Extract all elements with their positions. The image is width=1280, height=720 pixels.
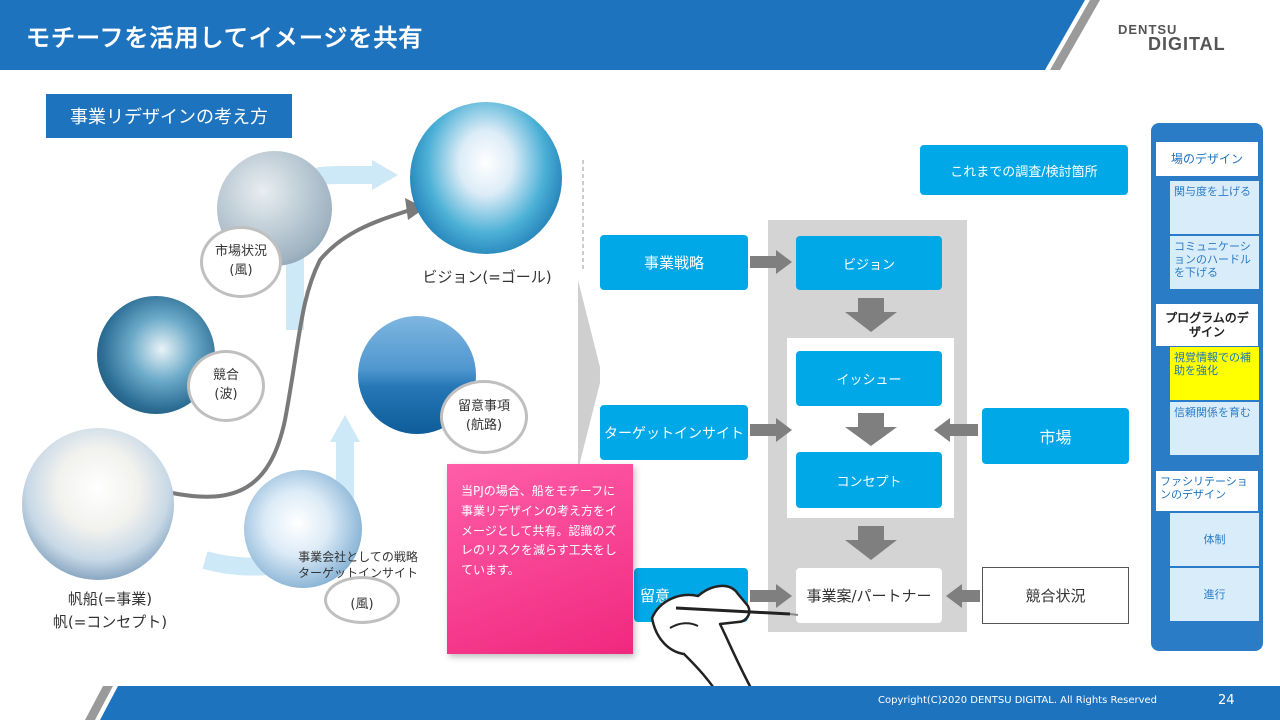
sidebar-item-structure[interactable]: 体制 bbox=[1170, 513, 1259, 566]
footer-bar bbox=[85, 686, 1280, 720]
company-logo: DENTSU DIGITAL bbox=[1118, 22, 1226, 54]
sidebar-item-program-design[interactable]: プログラムのデザイン bbox=[1156, 304, 1258, 346]
business-plan-box: 事業案/パートナー bbox=[796, 568, 942, 623]
page-number: 24 bbox=[1218, 693, 1235, 708]
business-strategy-box: 事業戦略 bbox=[600, 235, 748, 290]
sidebar-item-lower-barriers[interactable]: コミュニケーションのハードルを下げる bbox=[1170, 236, 1259, 289]
copyright-text: Copyright(C)2020 DENTSU DIGITAL. All Rig… bbox=[878, 695, 1158, 706]
vision-box: ビジョン bbox=[796, 236, 942, 290]
sailboat-caption: 帆船(=事業) 帆(=コンセプト) bbox=[52, 590, 168, 631]
strategy-caption: 事業会社としての戦略 ターゲットインサイト bbox=[297, 550, 418, 580]
hand-writing-icon bbox=[650, 584, 799, 708]
sidebar-item-facilitation-design[interactable]: ファシリテーションのデザイン bbox=[1156, 471, 1258, 511]
page-title: モチーフを活用してイメージを共有 bbox=[26, 24, 424, 52]
target-insight-box: ターゲットインサイト bbox=[600, 405, 748, 460]
vision-caption: ビジョン(=ゴール) bbox=[422, 268, 552, 286]
competitive-status-box: 競合状況 bbox=[982, 567, 1129, 624]
sidebar-item-raise-engagement[interactable]: 関与度を上げる bbox=[1170, 181, 1259, 234]
caution-bubble: 留意事項 (航路) bbox=[440, 380, 528, 454]
sidebar-item-progress[interactable]: 進行 bbox=[1170, 568, 1259, 621]
island-vision-photo bbox=[410, 102, 562, 254]
sailboat-photo bbox=[22, 428, 174, 580]
sidebar-item-build-trust[interactable]: 信頼関係を育む bbox=[1170, 402, 1259, 455]
section-label: 事業リデザインの考え方 bbox=[46, 94, 292, 138]
issue-box: イッシュー bbox=[796, 351, 942, 406]
research-area-label: これまでの調査/検討箇所 bbox=[920, 145, 1128, 195]
market-conditions-bubble: 市場状況 (風) bbox=[200, 226, 282, 298]
sidebar-panel: 場のデザイン 関与度を上げる コミュニケーションのハードルを下げる プログラムの… bbox=[1151, 123, 1263, 651]
sticky-note: 当PJの場合、船をモチーフに事業リデザインの考え方をイメージとして共有。認識のズ… bbox=[447, 464, 633, 654]
concept-box: コンセプト bbox=[796, 452, 942, 508]
competition-bubble: 競合 (波) bbox=[187, 350, 265, 422]
sail-photo bbox=[244, 470, 362, 588]
sidebar-item-visual-support[interactable]: 視覚情報での補助を強化 bbox=[1170, 347, 1259, 400]
market-box: 市場 bbox=[982, 408, 1129, 464]
header-background bbox=[0, 0, 1100, 70]
strategy-wind-bubble: (風) bbox=[324, 576, 400, 624]
header-bar: モチーフを活用してイメージを共有 DENTSU DIGITAL bbox=[0, 0, 1280, 70]
sidebar-item-place-design[interactable]: 場のデザイン bbox=[1156, 142, 1258, 176]
